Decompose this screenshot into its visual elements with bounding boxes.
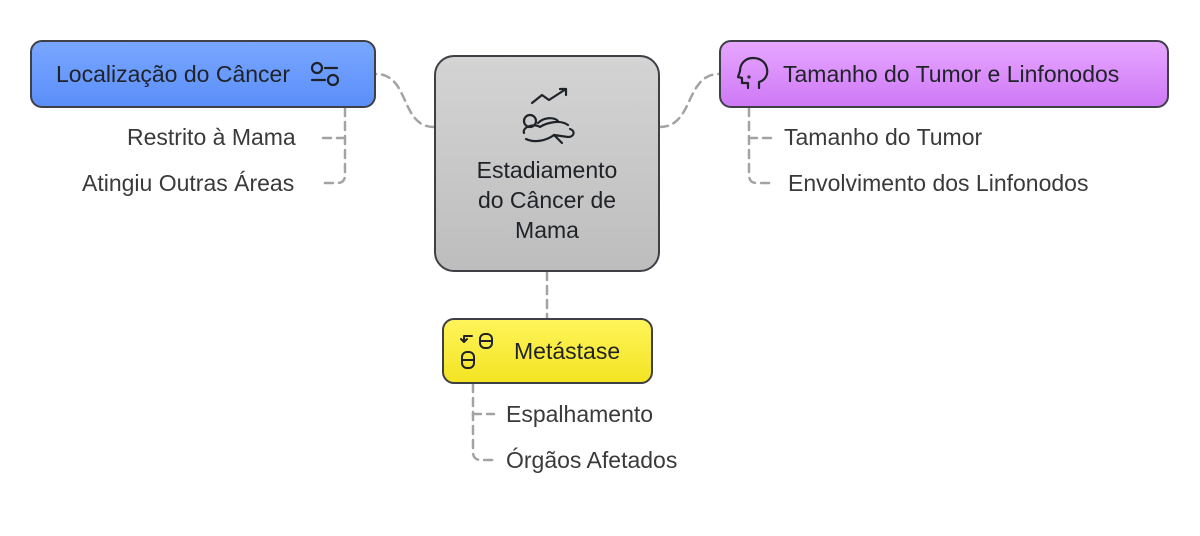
leaf-envolvimento-dos-linfonodos: Envolvimento dos Linfonodos (788, 170, 1089, 196)
leaf-restrito-a-mama: Restrito à Mama (127, 124, 296, 150)
connector-tamanho-children (747, 106, 774, 185)
connector-center-tamanho (658, 72, 721, 129)
connector-localizacao-children (320, 106, 347, 185)
node-center[interactable]: Estadiamento do Câncer de Mama (434, 55, 660, 272)
human-head-icon (736, 56, 771, 92)
database-transfer-icon (460, 332, 496, 370)
center-label-line-2: do Câncer de (477, 187, 617, 213)
node-tamanho[interactable]: Tamanho do Tumor e Linfonodos (719, 40, 1169, 108)
node-tamanho-label: Tamanho do Tumor e Linfonodos (783, 60, 1120, 87)
leaf-tamanho-do-tumor: Tamanho do Tumor (784, 124, 983, 150)
connector-center-localizacao (374, 72, 436, 129)
center-label-line-1: Estadiamento (476, 157, 618, 183)
node-metastase-label: Metástase (514, 337, 621, 364)
node-localizacao[interactable]: Localização do Câncer (30, 40, 376, 108)
leaf-orgaos-afetados: Órgãos Afetados (506, 447, 678, 473)
connector-metastase-children (471, 382, 496, 462)
baby-growth-chart-icon (516, 87, 582, 147)
node-localizacao-label: Localização do Câncer (56, 60, 290, 87)
leaf-espalhamento: Espalhamento (506, 401, 654, 427)
center-label-line-3: Mama (515, 217, 579, 243)
leaf-atingiu-outras-areas: Atingiu Outras Áreas (82, 170, 295, 196)
node-metastase[interactable]: Metástase (442, 318, 653, 384)
center-label: Estadiamento do Câncer de Mama (436, 155, 658, 245)
toggle-switch-icon (308, 60, 342, 88)
